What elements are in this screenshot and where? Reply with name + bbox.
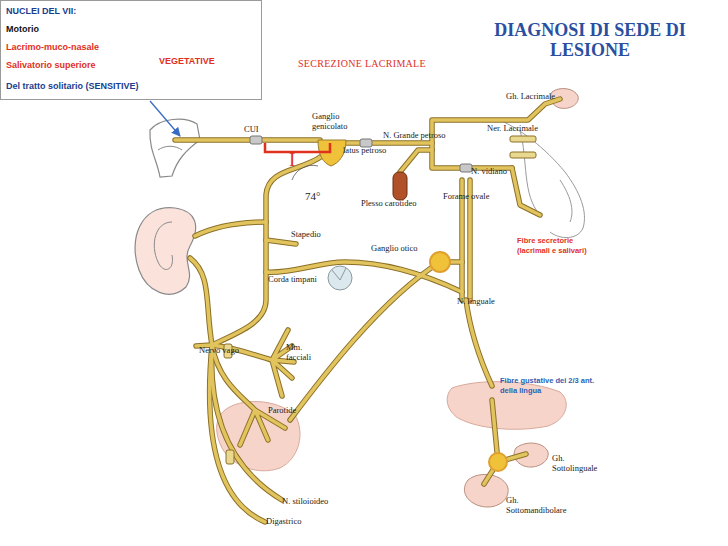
nerve-cut: [510, 136, 536, 142]
anatomy-label: Parotide: [268, 406, 296, 416]
anatomy-label: Forame ovale: [443, 192, 490, 202]
anatomy-label: Plesso carotideo: [361, 199, 416, 209]
anatomy-label: Fibre gustative dei 2/3 ant. della lingu…: [500, 376, 596, 395]
anatomy-label: CUI: [244, 125, 259, 135]
nerve-fibre: [175, 99, 560, 522]
nerve-cut: [460, 164, 472, 172]
otic-ganglion: [430, 252, 450, 272]
face-sketch: [495, 118, 584, 238]
anatomy-label: I: [289, 150, 295, 170]
anatomy-label: Gh. Lacrimale: [506, 92, 555, 102]
nucleus-text: Lacrimo-muco-nasale: [6, 42, 99, 53]
anatomy-label: Ganglio otico: [371, 244, 418, 254]
nucleus-text: Salivatorio superiore: [6, 60, 96, 71]
ossicle-sketch: [332, 268, 346, 280]
anatomy-label: latus petroso: [343, 146, 386, 156]
anatomy-label: SECREZIONE LACRIMALE: [298, 58, 390, 70]
anatomy-label: Gh. Sottomandibolare: [506, 496, 578, 515]
angle-arc: [292, 165, 318, 180]
anatomy-label: N. linguale: [457, 297, 495, 307]
anatomy-label: Corda timpani: [268, 275, 317, 285]
anatomy-label: Mm. facciali: [286, 343, 328, 362]
nucleus-text: Motorio: [6, 24, 39, 35]
nerve-outline: [175, 99, 560, 522]
brainstem-sketch: [150, 119, 200, 177]
nerve-cut: [250, 136, 262, 144]
tympanic-membrane: [328, 266, 352, 290]
nucleus-text: Del tratto solitario (SENSITIVE): [6, 81, 139, 92]
info-box: NUCLEI DEL VII: MotorioLacrimo-muco-nasal…: [0, 0, 262, 100]
anatomy-label: Digastrico: [266, 517, 301, 527]
anatomy-label: 74°: [305, 190, 320, 202]
nucleus-text: NUCLEI DEL VII:: [6, 6, 76, 17]
anatomy-label: N. Grande petroso: [383, 131, 446, 141]
nucleus-text: VEGETATIVE: [159, 56, 215, 67]
anatomy-label: Nervo vago: [199, 346, 239, 356]
anatomy-label: Stapedio: [291, 230, 321, 240]
pointer-arrow: [150, 101, 180, 136]
ear-sketch: [154, 222, 172, 269]
lesion-bracket: [265, 143, 330, 152]
slide-title: DIAGNOSI DI SEDE DI LESIONE: [470, 20, 710, 60]
anatomy-label: N. stiloioideo: [282, 497, 328, 507]
nerve-cut: [510, 152, 536, 158]
nerve-cut: [226, 450, 234, 464]
anatomy-label: N. vidiano: [471, 167, 507, 177]
anatomy-label: Gh. Sottolinguale: [552, 454, 608, 473]
anatomy-label: Ganglio genicolato: [312, 112, 364, 131]
anatomy-label: Ner. Lacrimale: [487, 124, 538, 134]
submandibular-ganglion: [489, 453, 507, 471]
carotid-plexus: [393, 172, 407, 200]
ear-sketch: [135, 208, 196, 294]
brainstem-sketch: [158, 146, 182, 150]
anatomy-label: Fibre secretorie (lacrimali e salivari): [517, 236, 589, 255]
